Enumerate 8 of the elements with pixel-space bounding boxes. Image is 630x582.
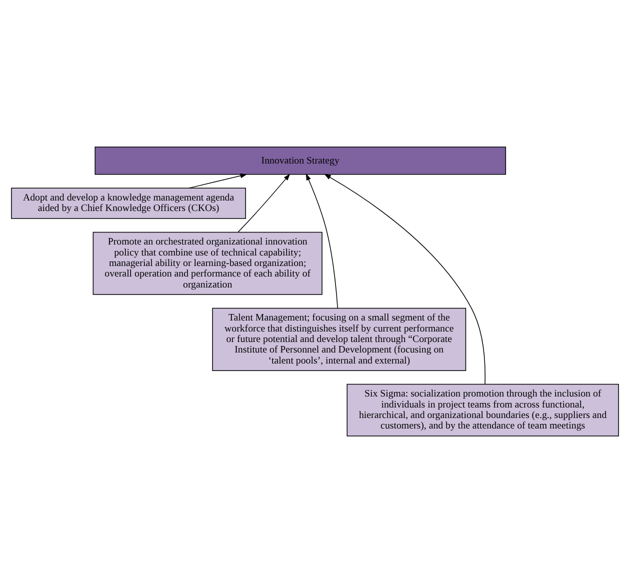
node-box: Talent Management; focusing on a small segment of the workforce that distinguishes itself by current performance or future potential and develop talent through “Corporate Institute of Personnel and Development (focusing on ‘talent pools’, internal and external) [212, 307, 466, 370]
arrow [238, 173, 290, 232]
node-box: Six Sigma: socialization promotion through the inclusion of individuals in project teams from across functional, hierarchical, and organizational boundaries (e.g., suppliers and customers), and by the attendance of team meetings [346, 383, 619, 436]
node-box: Adopt and develop a knowledge management agenda aided by a Chief Knowledge Officers (CKOs) [11, 187, 246, 218]
node-box: Innovation Strategy [94, 146, 506, 174]
arrow [324, 173, 486, 384]
arrow [306, 172, 338, 308]
node-box: Promote an orchestrated organizational innovation policy that combine use of technical capability; managerial ability or learning-based organization; overall operation and performance of each ability of organization [92, 231, 322, 294]
